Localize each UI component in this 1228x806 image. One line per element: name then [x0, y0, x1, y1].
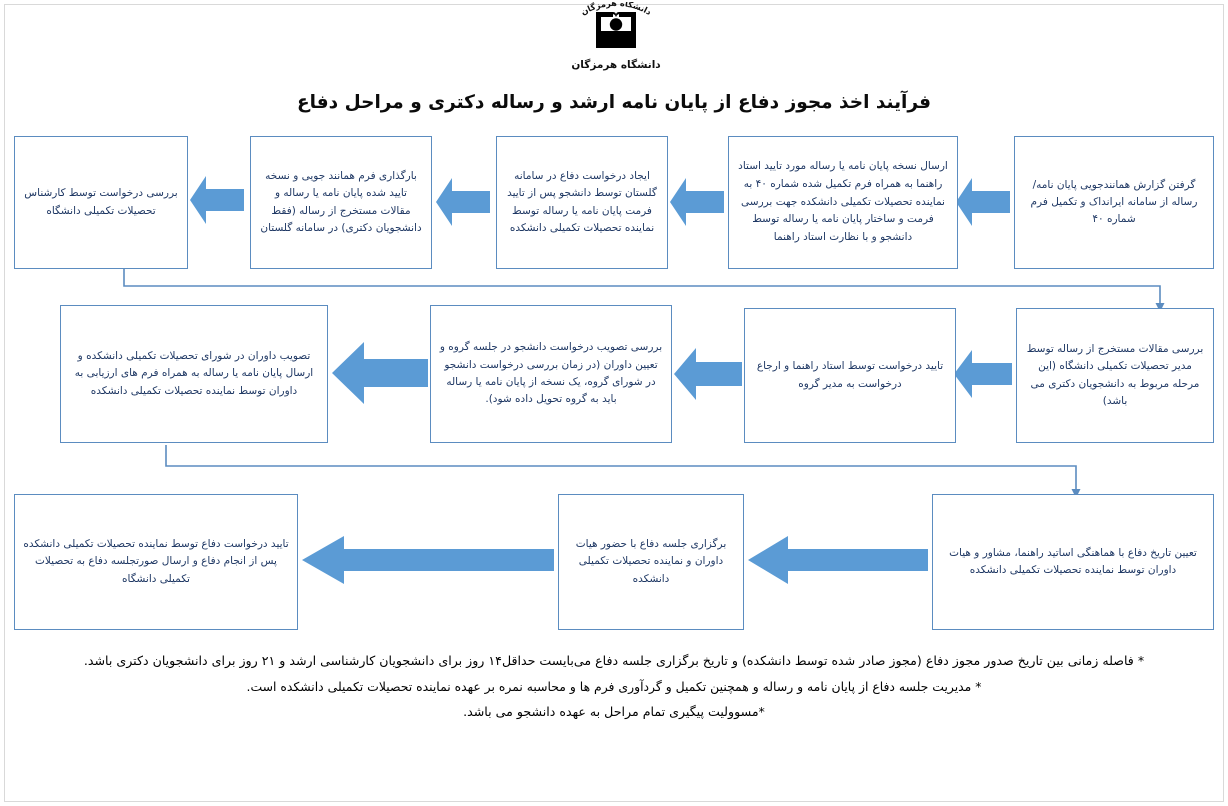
arrow-step8-to-step9: [332, 342, 428, 404]
flow-node-step-6-text: بررسی مقالات مستخرج از رساله توسط مدیر ت…: [1026, 342, 1204, 407]
flow-node-step-12[interactable]: تایید درخواست دفاع توسط نماینده تحصیلات …: [14, 494, 298, 630]
footnote-2: * مدیریت جلسه دفاع از پایان نامه و رساله…: [246, 678, 982, 694]
footnote-3: *مسوولیت پیگیری تمام مراحل به عهده دانشج…: [463, 704, 765, 719]
footnotes: * فاصله زمانی بین تاریخ صدور مجوز دفاع (…: [14, 653, 1214, 732]
flow-node-step-11[interactable]: برگزاری جلسه دفاع با حضور هیات داوران و …: [558, 494, 744, 630]
page-title: فرآیند اخذ مجوز دفاع از پایان نامه ارشد …: [296, 92, 932, 113]
flow-node-step-11-text: برگزاری جلسه دفاع با حضور هیات داوران و …: [575, 538, 727, 585]
flow-node-step-4[interactable]: بارگذاری فرم همانند جویی و نسخه تایید شد…: [250, 136, 432, 269]
flow-node-step-5-text: بررسی درخواست توسط کارشناس تحصیلات تکمیل…: [24, 187, 178, 217]
flow-node-step-7[interactable]: تایید درخواست توسط استاد راهنما و ارجاع …: [744, 308, 956, 443]
flow-node-step-10[interactable]: تعیین تاریخ دفاع با هماهنگی اساتید راهنم…: [932, 494, 1214, 630]
flow-node-step-1[interactable]: گرفتن گزارش همانندجویی پایان نامه/ رساله…: [1014, 136, 1214, 269]
arrow-step1-to-step2: [956, 178, 1010, 226]
flow-node-step-2-text: ارسال نسخه پایان نامه یا رساله مورد تایی…: [738, 159, 948, 244]
university-name: دانشگاه هرمزگان: [571, 59, 661, 71]
flow-node-step-3[interactable]: ایجاد درخواست دفاع در سامانه گلستان توسط…: [496, 136, 668, 269]
flow-node-step-1-text: گرفتن گزارش همانندجویی پایان نامه/ رساله…: [1030, 178, 1198, 226]
university-book-emblem-icon: دانشگاه هرمزگان: [541, 2, 691, 60]
arrow-step11-to-step12: [302, 536, 554, 584]
flow-node-step-12-text: تایید درخواست دفاع توسط نماینده تحصیلات …: [23, 538, 289, 585]
book-emblem-icon: [596, 12, 636, 48]
arrow-step7-to-step8: [674, 348, 742, 400]
flow-node-step-2[interactable]: ارسال نسخه پایان نامه یا رساله مورد تایی…: [728, 136, 958, 269]
arrow-step2-to-step3: [670, 178, 724, 226]
flow-node-step-7-text: تایید درخواست توسط استاد راهنما و ارجاع …: [756, 360, 944, 390]
arrow-step4-to-step5: [190, 176, 244, 224]
flow-node-step-9-text: تصویب داوران در شورای تحصیلات تکمیلی دان…: [74, 350, 314, 397]
flow-node-step-5[interactable]: بررسی درخواست توسط کارشناس تحصیلات تکمیل…: [14, 136, 188, 269]
flow-node-step-3-text: ایجاد درخواست دفاع در سامانه گلستان توسط…: [507, 169, 657, 234]
flow-node-step-8[interactable]: بررسی تصویب درخواست دانشجو در جلسه گروه …: [430, 305, 672, 443]
flow-node-step-6[interactable]: بررسی مقالات مستخرج از رساله توسط مدیر ت…: [1016, 308, 1214, 443]
flow-node-step-8-text: بررسی تصویب درخواست دانشجو در جلسه گروه …: [439, 341, 663, 406]
footnote-1: * فاصله زمانی بین تاریخ صدور مجوز دفاع (…: [83, 653, 1145, 668]
arrow-step3-to-step4: [436, 178, 490, 226]
flow-node-step-9[interactable]: تصویب داوران در شورای تحصیلات تکمیلی دان…: [60, 305, 328, 443]
arrow-step6-to-step7: [954, 350, 1012, 398]
arrow-step10-to-step11: [748, 536, 928, 584]
university-logo: دانشگاه هرمزگان دانشگاه هرمزگان: [541, 2, 691, 78]
flow-node-step-4-text: بارگذاری فرم همانند جویی و نسخه تایید شد…: [260, 169, 422, 234]
flow-node-step-10-text: تعیین تاریخ دفاع با هماهنگی اساتید راهنم…: [949, 546, 1197, 576]
